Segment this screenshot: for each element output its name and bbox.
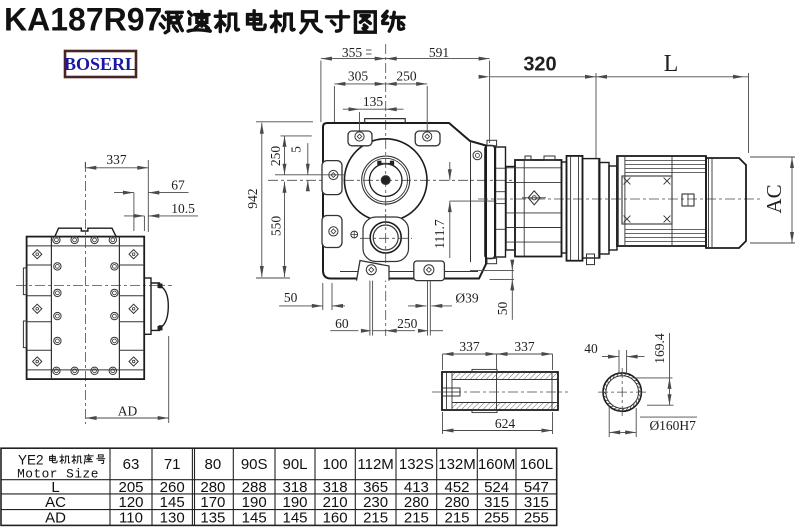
svg-text:10.5: 10.5 [171, 201, 195, 216]
svg-text:215: 215 [404, 510, 429, 527]
svg-text:205: 205 [118, 479, 143, 496]
svg-text:Motor Size: Motor Size [17, 467, 99, 482]
svg-text:AD: AD [118, 404, 138, 419]
svg-text:288: 288 [242, 479, 267, 496]
svg-text:524: 524 [484, 479, 509, 496]
svg-text:KA187R97: KA187R97 [4, 2, 162, 38]
svg-text:355: 355 [342, 45, 363, 60]
svg-text:230: 230 [363, 494, 388, 511]
svg-text:318: 318 [323, 479, 348, 496]
svg-text:145: 145 [282, 510, 307, 527]
svg-text:145: 145 [242, 510, 267, 527]
svg-text:255: 255 [524, 510, 549, 527]
svg-text:111.7: 111.7 [432, 219, 447, 249]
svg-text:50: 50 [495, 302, 510, 316]
svg-text:215: 215 [444, 510, 469, 527]
svg-text:135: 135 [200, 510, 225, 527]
svg-text:365: 365 [363, 479, 388, 496]
svg-text:170: 170 [200, 494, 225, 511]
svg-text:337: 337 [514, 339, 535, 354]
svg-text:132S: 132S [399, 456, 434, 473]
svg-text:BOSERL: BOSERL [64, 54, 137, 74]
svg-text:60: 60 [335, 316, 349, 331]
svg-text:160M: 160M [478, 456, 516, 473]
svg-text:112M: 112M [357, 456, 393, 473]
svg-text:320: 320 [523, 54, 556, 76]
svg-text:280: 280 [200, 479, 225, 496]
svg-text:215: 215 [363, 510, 388, 527]
svg-text:318: 318 [282, 479, 307, 496]
svg-text:591: 591 [429, 45, 449, 60]
svg-text:120: 120 [118, 494, 143, 511]
svg-text:132M: 132M [438, 456, 476, 473]
svg-text:452: 452 [444, 479, 469, 496]
svg-text:L: L [664, 51, 679, 77]
svg-text:260: 260 [160, 479, 185, 496]
svg-text:Ø39: Ø39 [455, 290, 478, 305]
svg-text:160L: 160L [520, 456, 553, 473]
svg-text:110: 110 [119, 510, 143, 527]
svg-text:80: 80 [205, 456, 222, 473]
svg-text:547: 547 [524, 479, 549, 496]
svg-text:250: 250 [268, 146, 283, 167]
svg-text:210: 210 [323, 494, 348, 511]
svg-text:Ø160H7: Ø160H7 [649, 418, 696, 433]
svg-text:135: 135 [363, 94, 384, 109]
svg-text:337: 337 [459, 339, 480, 354]
svg-text:100: 100 [323, 456, 348, 473]
svg-text:280: 280 [404, 494, 429, 511]
svg-text:315: 315 [524, 494, 549, 511]
svg-text:337: 337 [106, 152, 127, 167]
svg-text:413: 413 [404, 479, 429, 496]
svg-text:YE2: YE2 [18, 453, 44, 468]
svg-text:942: 942 [245, 188, 260, 208]
svg-text:AC: AC [45, 494, 66, 511]
svg-text:90S: 90S [241, 456, 268, 473]
svg-text:L: L [51, 479, 59, 496]
svg-text:169.4: 169.4 [652, 333, 667, 364]
svg-text:280: 280 [444, 494, 469, 511]
svg-text:550: 550 [269, 216, 284, 237]
svg-text:71: 71 [164, 456, 181, 473]
svg-text:90L: 90L [282, 456, 307, 473]
svg-text:190: 190 [242, 494, 267, 511]
svg-text:145: 145 [160, 494, 185, 511]
svg-text:50: 50 [284, 290, 298, 305]
svg-text:250: 250 [396, 69, 417, 84]
svg-text:5: 5 [289, 146, 304, 153]
svg-text:305: 305 [348, 69, 369, 84]
svg-text:315: 315 [484, 494, 509, 511]
svg-text:160: 160 [323, 510, 348, 527]
svg-text:AC: AC [762, 184, 786, 213]
svg-text:67: 67 [171, 178, 185, 193]
svg-text:130: 130 [160, 510, 185, 527]
svg-text:63: 63 [123, 456, 140, 473]
svg-text:624: 624 [495, 416, 516, 431]
svg-text:40: 40 [584, 341, 598, 356]
svg-text:190: 190 [282, 494, 307, 511]
svg-text:250: 250 [397, 316, 418, 331]
svg-text:255: 255 [484, 510, 509, 527]
svg-text:AD: AD [45, 510, 66, 527]
